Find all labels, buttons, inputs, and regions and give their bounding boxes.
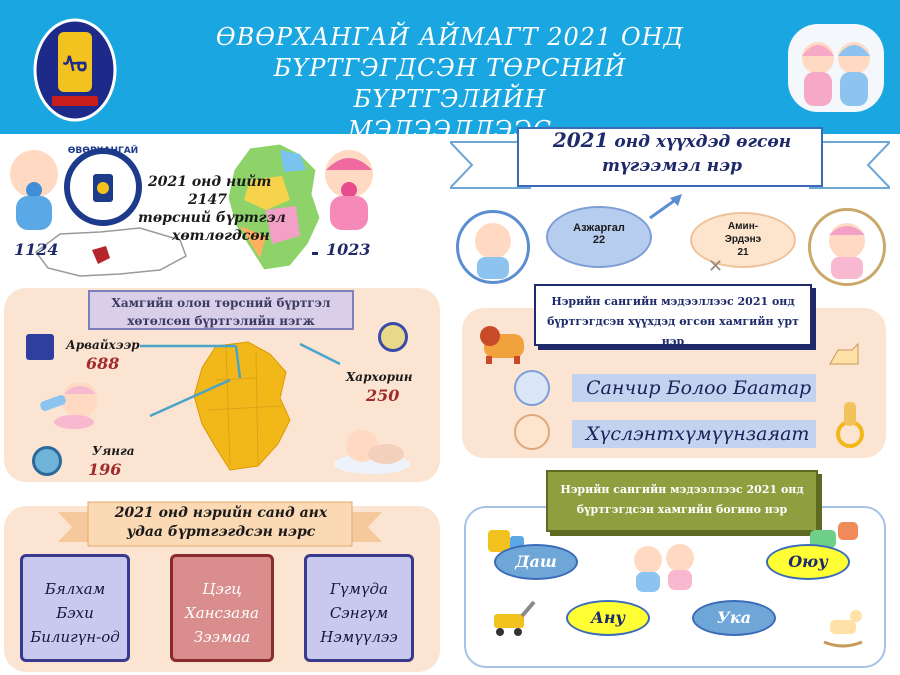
first-names-scroll-2: Цэгц Хансзаяа Зээмаа (170, 554, 274, 662)
short-name-anu: Ану (566, 600, 650, 636)
common-names-year: 2021 (552, 128, 609, 152)
births-total-line-4: хөтлөгдсөн (172, 228, 270, 244)
girls-count-dash (312, 252, 318, 255)
girls-count: 1023 (326, 240, 371, 259)
common-names-title-rest: онд хүүхдэд өгсөн (608, 132, 792, 152)
page-title-line-1: ӨВӨРХАНГАЙ АЙМАГТ 2021 ОНД (215, 23, 685, 51)
up-arrow-icon (649, 194, 682, 220)
long-name-boy-avatar (514, 370, 550, 406)
first-name: Хансзаяа (185, 604, 259, 622)
unit-name-uyanga: Уянга (92, 444, 135, 458)
first-names-scroll-1: Бялхам Бэхи Билигүн-од (20, 554, 130, 662)
province-emblem-logo: ᠰᠣ (28, 14, 122, 126)
giraffe-toy-icon (828, 396, 872, 448)
unit-value-uyanga: 196 (88, 460, 122, 479)
short-name-oyuu: Оюу (766, 544, 850, 580)
units-title-box: Хамгийн олон төрсний бүртгэл хөтөлсөн бү… (88, 290, 354, 330)
first-name: Билигүн-од (30, 628, 120, 646)
boy-baby-icon (4, 146, 64, 232)
shortest-names-title-box: Нэрийн сангийн мэдээллээс 2021 онд бүртг… (546, 470, 818, 532)
births-total-line-1: 2021 онд нийт (148, 174, 272, 190)
common-names-ribbon (447, 124, 893, 198)
mongolia-map (30, 222, 190, 282)
rocking-horse-icon (818, 604, 868, 648)
first-name: Бэхи (56, 604, 94, 622)
uyanga-emblem (32, 446, 62, 476)
boy-name: Азжаргал (573, 222, 625, 234)
common-names-title: 2021 онд хүүхдэд өгсөн түгээмэл нэр (530, 128, 814, 178)
two-babies-illustration (626, 540, 702, 596)
first-name: Сэнгүм (329, 604, 389, 622)
births-total-number: 2147 (188, 192, 227, 208)
province-yellow-map (186, 340, 300, 472)
girl-count: 21 (737, 247, 749, 258)
first-name: Бялхам (44, 580, 106, 598)
girl-name: Амин-Эрдэнэ (724, 221, 762, 245)
girl-baby-circle (808, 208, 886, 286)
calf-toy-illustration (474, 320, 532, 366)
twin-babies-illustration (784, 16, 888, 120)
short-name-1: Даш (515, 552, 557, 571)
first-name: Нэмүүлээ (320, 628, 398, 646)
arvaikheer-emblem (26, 334, 54, 360)
short-name-4: Ука (716, 608, 752, 627)
svg-text:ᠰᠣ: ᠰᠣ (63, 52, 88, 78)
boy-count: 22 (592, 234, 606, 246)
short-name-3: Ану (590, 608, 626, 627)
longest-names-title-box: Нэрийн сангийн мэдээллээс 2021 онд бүртг… (534, 284, 812, 348)
emblem-badge: ӨВӨРХАНГАЙ (60, 146, 146, 226)
emblem-label: ӨВӨРХАНГАЙ (67, 146, 139, 156)
boy-name-bubble: Азжаргал 22 (546, 206, 652, 268)
horse-toy-icon (826, 340, 862, 370)
short-name-dash: Даш (494, 544, 578, 580)
long-name-girl-avatar (514, 414, 550, 450)
boys-count: 1124 (14, 240, 59, 259)
common-names-title-line2: түгээмэл нэр (602, 156, 742, 176)
unit-name-kharkhorin: Хархорин (346, 370, 413, 384)
short-name-uka: Ука (692, 600, 776, 636)
boy-baby-circle (456, 210, 530, 284)
first-name: Гүмүда (330, 580, 388, 598)
first-names-title: 2021 онд нэрийн санд анх удаа бүртгэгдсэ… (114, 505, 328, 540)
first-name: Зээмаа (193, 628, 251, 646)
girl-baby-icon (318, 146, 380, 232)
longest-name-2: Хүслэнтхүмүүнзаяат (572, 420, 816, 448)
baby-bottle-illustration (34, 376, 108, 430)
province-district-map (220, 140, 330, 276)
longest-names-title: Нэрийн сангийн мэдээллээс 2021 онд бүртг… (547, 295, 799, 348)
births-total-line-3: төрсний бүртгэл (138, 210, 286, 226)
unit-name-arvaikheer: Арвайхээр (66, 338, 140, 352)
page-title-line-2: БҮРТГЭГДСЭН ТӨРСНИЙ БҮРТГЭЛИЙН (273, 54, 627, 113)
girl-name-bubble: Амин-Эрдэнэ 21 (690, 212, 796, 268)
first-name: Цэгц (202, 580, 242, 598)
units-arrows (140, 342, 341, 418)
kharkhorin-emblem (378, 322, 408, 352)
first-names-ribbon (58, 498, 382, 550)
short-name-2: Оюу (788, 552, 828, 571)
first-names-scroll-3: Гүмүда Сэнгүм Нэмүүлээ (304, 554, 414, 662)
units-title: Хамгийн олон төрсний бүртгэл хөтөлсөн бү… (111, 296, 331, 328)
header-banner (0, 0, 900, 134)
longest-name-1: Санчир Болоо Баатар (572, 374, 816, 402)
cross-mark-icon: ✕ (708, 256, 724, 277)
unit-value-kharkhorin: 250 (366, 386, 400, 405)
sleeping-baby-illustration (332, 418, 412, 476)
unit-value-arvaikheer: 688 (86, 354, 120, 373)
shortest-names-title: Нэрийн сангийн мэдээллээс 2021 онд бүртг… (560, 483, 804, 516)
toy-excavator-icon (486, 596, 538, 638)
births-section: ӨВӨРХАНГАЙ 2021 онд нийт 2147 төрсний бү… (0, 140, 440, 285)
